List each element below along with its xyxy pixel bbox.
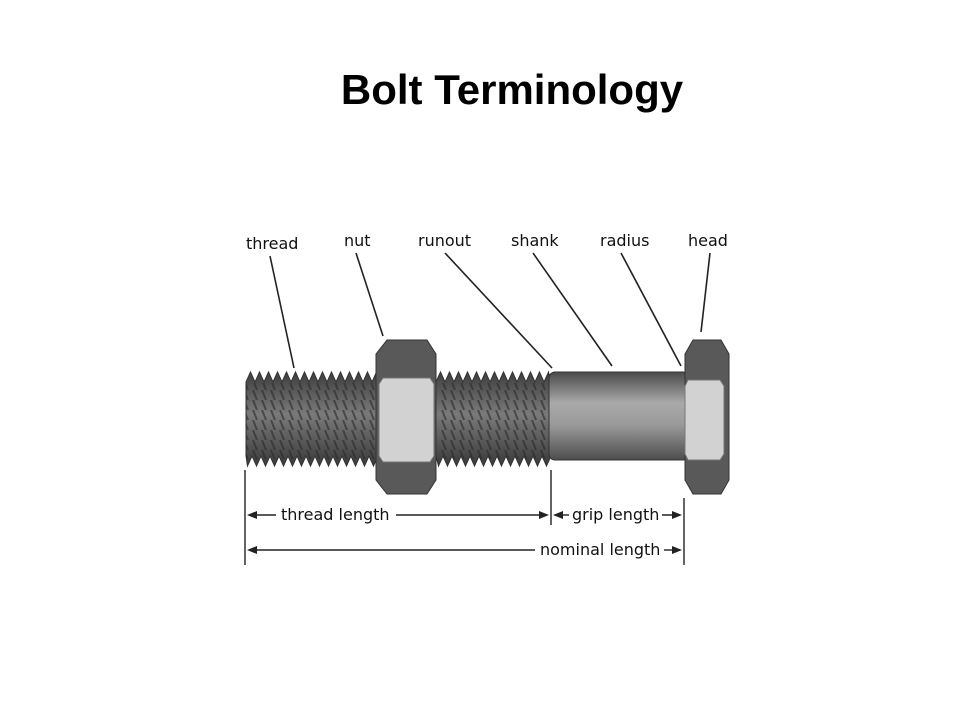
thread-section-left	[245, 370, 379, 468]
shank-body	[548, 371, 690, 461]
nominal-length-label: nominal length	[540, 540, 660, 559]
label-nut: nut	[344, 231, 371, 250]
label-radius: radius	[600, 231, 649, 250]
thread-length-label: thread length	[281, 505, 390, 524]
nominal-length-dimension: nominal length	[247, 540, 682, 559]
grip-length-dimension: grip length	[553, 505, 682, 524]
page-title: Bolt Terminology	[340, 66, 684, 113]
label-thread: thread	[246, 234, 298, 253]
leader-lines	[269, 252, 711, 369]
label-head: head	[688, 231, 728, 250]
extension-lines	[244, 470, 685, 565]
label-shank: shank	[511, 231, 559, 250]
nut-shape	[375, 339, 437, 495]
label-runout: runout	[418, 231, 471, 250]
bolt-head-shape	[684, 339, 730, 495]
thread-length-dimension: thread length	[247, 505, 549, 524]
thread-section-right	[435, 370, 552, 468]
grip-length-label: grip length	[572, 505, 659, 524]
